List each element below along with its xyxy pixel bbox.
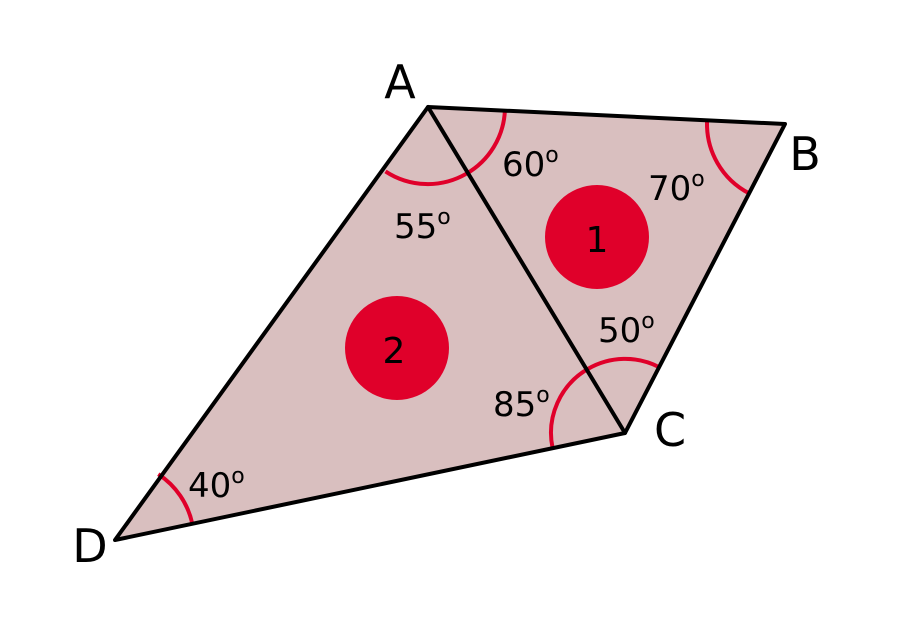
diagonal-ac (426, 105, 627, 435)
angle-arc-c-triangle2 (549, 367, 590, 449)
region-label-2: 2 (383, 331, 406, 372)
angle-arc-c-triangle1 (586, 356, 661, 371)
angle-arc-b (705, 120, 751, 196)
region-marker-1 (545, 185, 649, 289)
angle-arc-d (157, 472, 195, 525)
region-marker-2 (345, 296, 449, 400)
vertex-label-d: D (72, 519, 107, 573)
angle-label-a-triangle1: 60o (502, 143, 559, 185)
angle-arc-a-triangle1 (465, 110, 507, 176)
angle-label-a-triangle2: 55o (394, 205, 451, 247)
angle-label-c-triangle1: 50o (598, 309, 655, 351)
vertex-label-a: A (384, 55, 416, 109)
angle-label-c-triangle2: 85o (493, 383, 550, 425)
vertex-label-b: B (789, 127, 821, 181)
angle-arc-a-triangle2 (384, 169, 468, 187)
vertex-label-c: C (654, 403, 686, 457)
angle-label-d: 40o (188, 464, 245, 506)
region-label-1: 1 (586, 220, 609, 261)
angle-label-b: 70o (648, 167, 705, 209)
